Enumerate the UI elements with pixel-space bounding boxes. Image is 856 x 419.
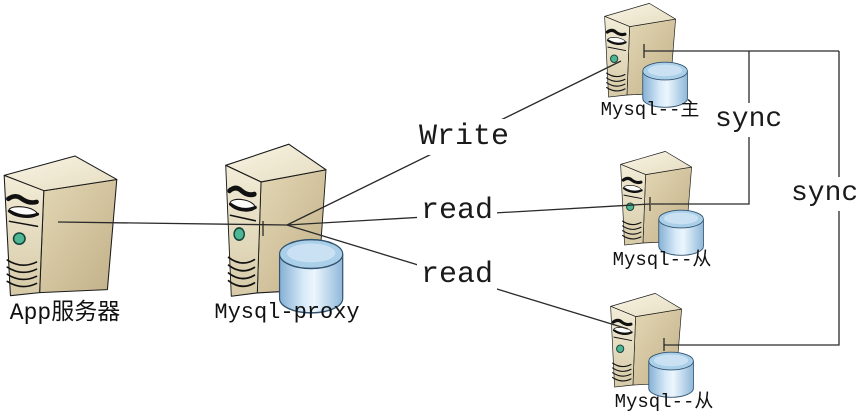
edge-label-sync-2: sync xyxy=(787,177,856,211)
edge-sync-1-line xyxy=(651,51,750,205)
node-label-app-server: App服务器 xyxy=(9,300,121,326)
edge-sync-2-line xyxy=(664,51,840,346)
edge-label-write: Write xyxy=(415,119,514,155)
node-label-mysql-proxy: Mysql-proxy xyxy=(214,300,360,325)
node-label-mysql-slave-1: Mysql--从 xyxy=(612,249,712,271)
edge-label-read-2: read xyxy=(417,257,498,293)
node-label-mysql-master: Mysql--主 xyxy=(600,99,700,121)
edge-label-sync-1: sync xyxy=(711,103,787,137)
node-label-mysql-slave-2: Mysql--从 xyxy=(614,391,714,413)
edge-app-proxy-line xyxy=(57,221,288,226)
edge-label-read-1: read xyxy=(417,193,498,229)
